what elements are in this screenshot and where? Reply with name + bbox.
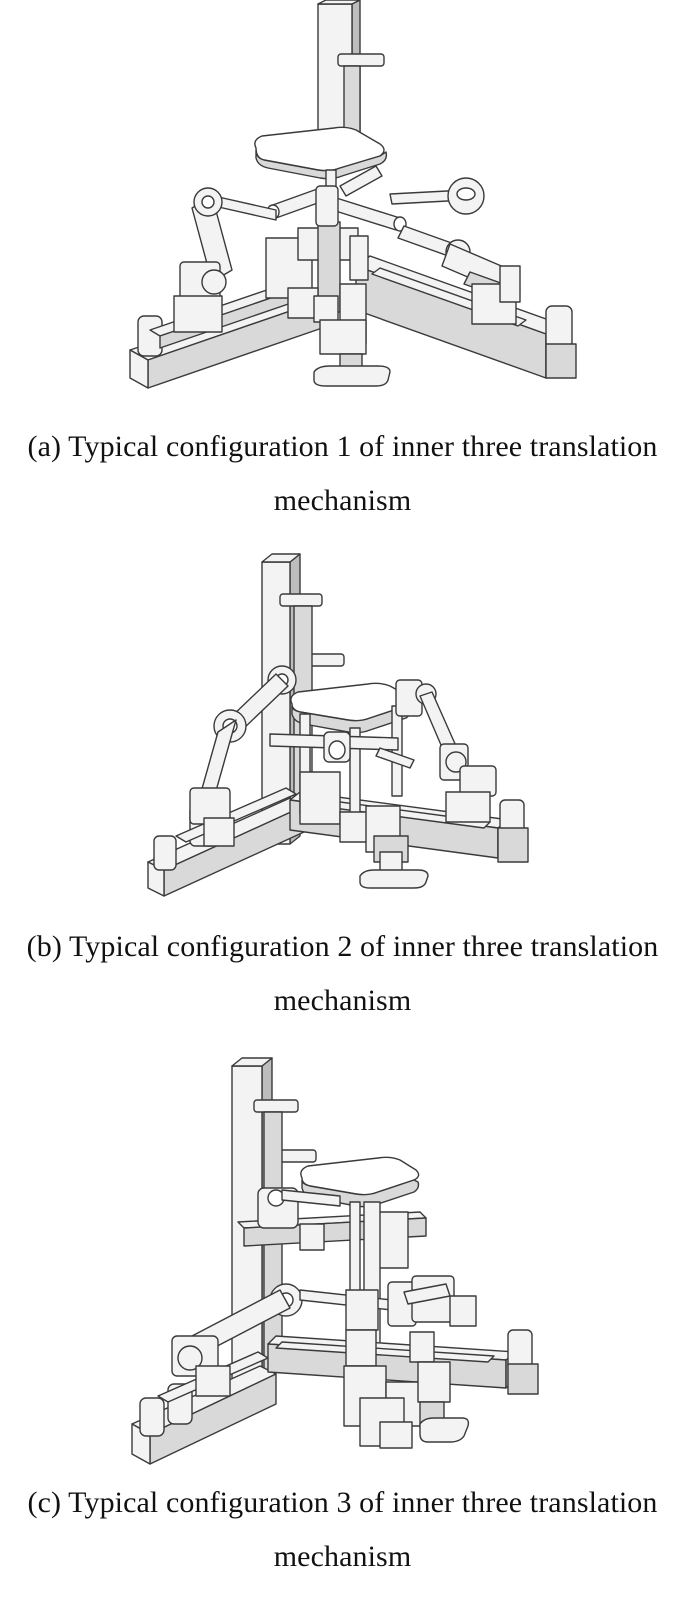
figure-panel-b: (b) Typical configuration 2 of inner thr… [0,536,685,1030]
right-arm [389,177,521,325]
caption-a-line1: (a) Typical configuration 1 of inner thr… [27,430,658,463]
caption-c: (c) Typical configuration 3 of inner thr… [0,1476,685,1584]
left-arm [173,187,277,333]
cross-tubes [266,165,407,232]
left-arm [171,1283,303,1397]
caption-a: (a) Typical configuration 1 of inner thr… [0,420,685,528]
figure-panel-c: (c) Typical configuration 3 of inner thr… [0,1046,685,1604]
right-arm [415,683,497,823]
caption-b-line2: mechanism [273,984,412,1017]
moving-platform [290,682,412,833]
right-arm [299,1275,477,1327]
left-base-rail [129,281,329,389]
central-stack [343,1289,470,1449]
caption-c-line1: (c) Typical configuration 3 of inner thr… [27,1486,658,1519]
central-stack [265,221,391,387]
caption-a-line2: mechanism [273,484,412,517]
mechanism-drawing-b [0,536,685,900]
upper-arm [257,1187,341,1229]
caption-c-line2: mechanism [273,1540,412,1573]
central-stack [299,771,429,889]
mechanism-drawing-c [0,1046,685,1466]
left-base-rail [131,1351,277,1465]
caption-b-line1: (b) Typical configuration 2 of inner thr… [26,930,659,963]
mechanism-drawing-a [0,0,685,400]
caption-b: (b) Typical configuration 2 of inner thr… [0,920,685,1028]
left-arm [189,665,297,847]
figure-panel-a: (a) Typical configuration 1 of inner thr… [0,0,685,530]
